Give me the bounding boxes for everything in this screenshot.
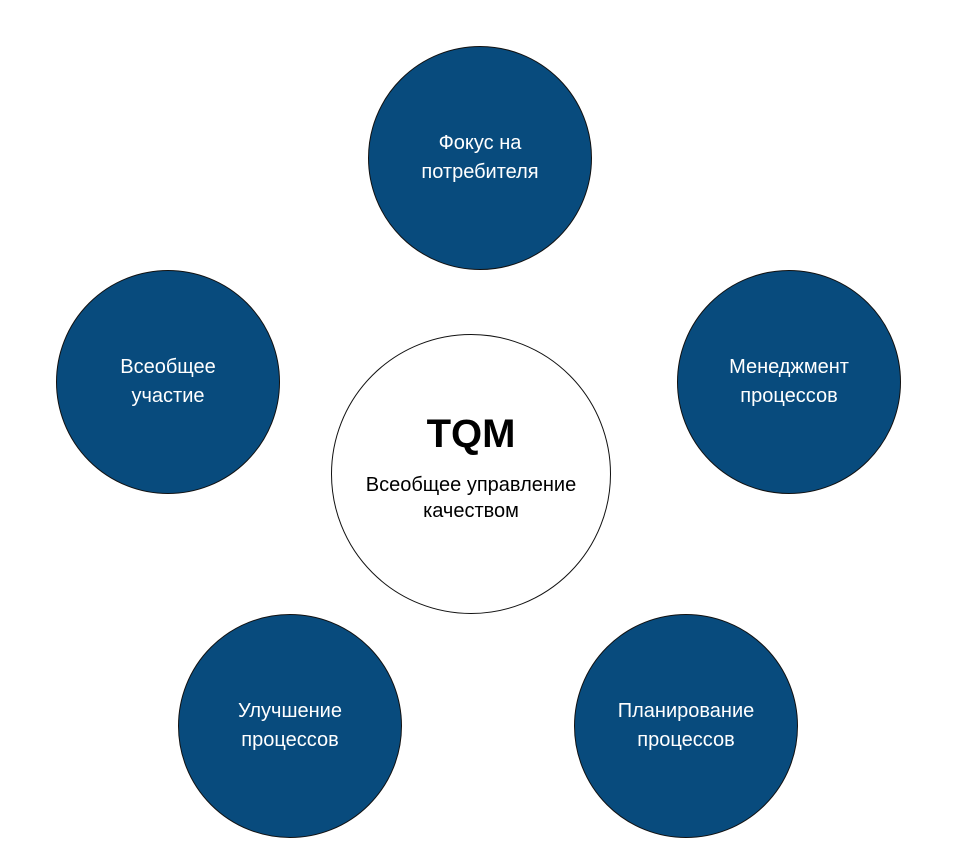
node-process-planning: Планирование процессов [574,614,798,838]
center-subtitle: Всеобщее управление качеством [365,474,577,522]
node-total-participation: Всеобщее участие [56,270,280,494]
center-title: TQM [426,412,516,456]
node-process-planning-label: Планирование процессов [617,700,755,751]
node-process-improvement: Улучшение процессов [178,614,402,838]
node-process-management-label: Менеджмент процессов [729,356,849,407]
node-total-participation-label: Всеобщее участие [120,356,216,407]
node-process-improvement-label: Улучшение процессов [238,700,342,751]
node-customer-focus-label: Фокус на потребителя [421,132,539,183]
center-node-tqm: TQM Всеобщее управление качеством [331,334,611,614]
node-process-management: Менеджмент процессов [677,270,901,494]
node-customer-focus: Фокус на потребителя [368,46,592,270]
